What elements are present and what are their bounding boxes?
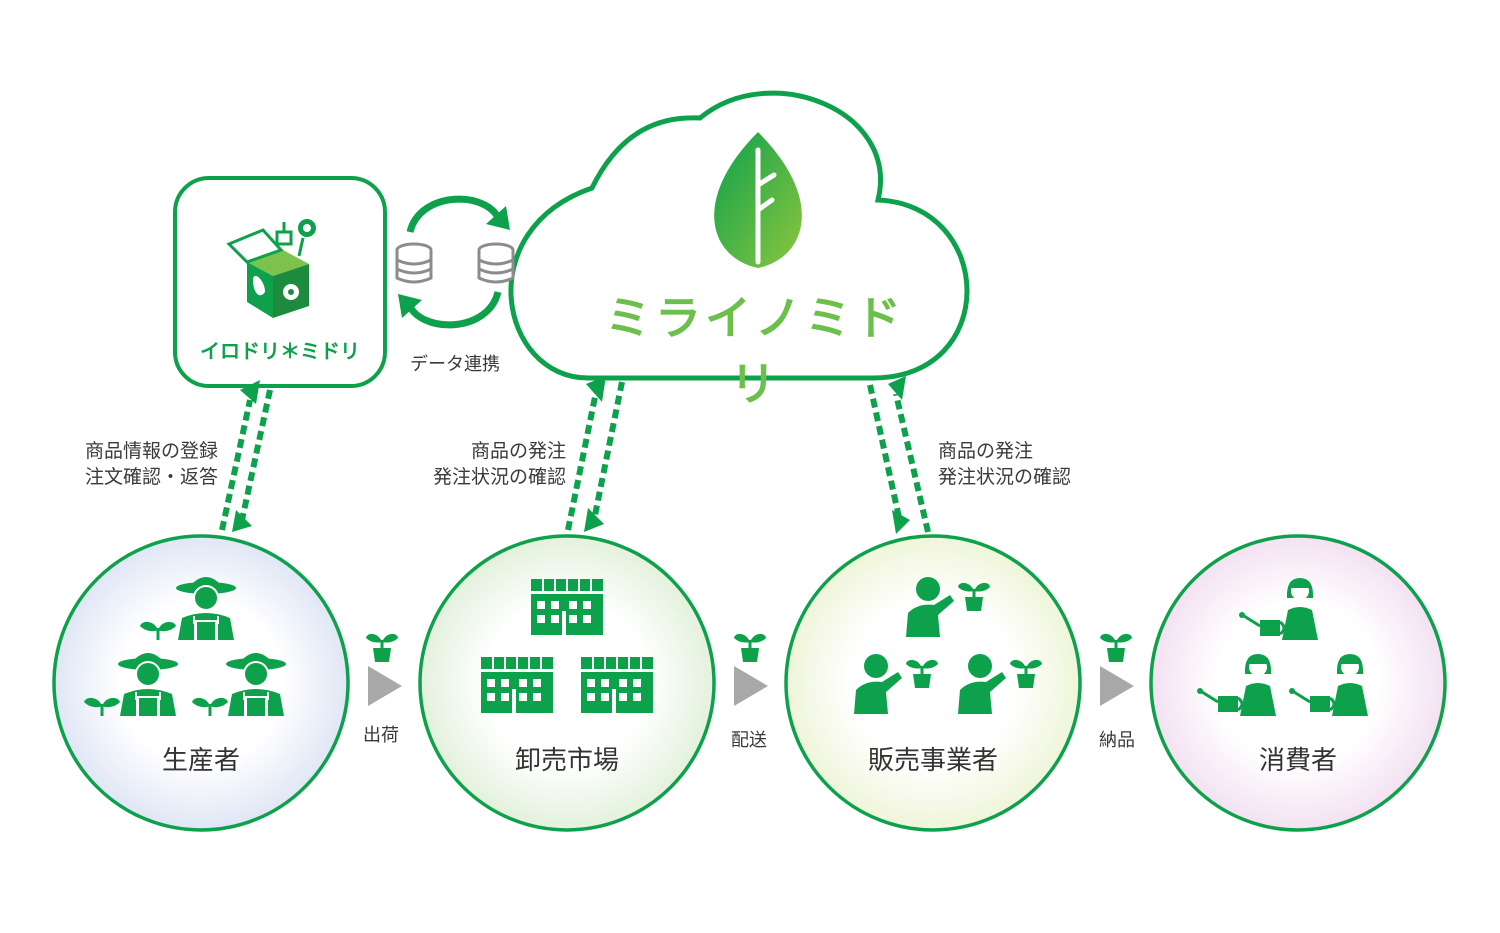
flow-arrow-icon [1098,632,1134,706]
flow-arrow-icon [732,632,768,706]
flow-label-delivery: 配送 [731,730,767,751]
app-name: イロドリ＊ミドリ [200,339,360,363]
label-line: 発注状況の確認 [938,466,1072,488]
connection-label-producer: 商品情報の登録 注文確認・返答 [20,438,218,490]
retailer-circle [784,534,1082,832]
connection-label-retailer: 商品の発注 発注状況の確認 [938,438,1118,490]
producer-circle [52,534,350,832]
label-line: 発注状況の確認 [432,466,566,488]
app-box-icon [226,219,316,318]
label-line: 商品の発注 [470,440,566,462]
label-line: 商品の発注 [938,440,1034,462]
node-label-consumer: 消費者 [1258,746,1337,776]
flow-label-supply: 納品 [1099,730,1135,751]
database-icon [395,242,433,284]
flow-arrow-icon [364,632,402,706]
label-line: 商品情報の登録 [84,440,218,462]
wholesale-circle [418,534,716,832]
sync-arrows-icon [398,195,510,329]
cloud-service-name: ミライノミドリ [605,291,905,411]
node-label-retailer: 販売事業者 [867,746,998,776]
connection-label-wholesale: 商品の発注 発注状況の確認 [380,438,566,490]
leaf-logo-icon [714,132,802,268]
label-line: 注文確認・返答 [84,466,218,488]
node-label-producer: 生産者 [161,746,240,776]
dashed-arrows-producer [219,389,273,531]
sync-label: データ連携 [410,354,500,375]
database-icon [477,242,515,284]
consumer-circle [1149,534,1447,832]
flow-label-shipping: 出荷 [363,725,399,746]
dashed-arrows-retailer [867,384,931,533]
dashed-arrows-wholesale [565,381,625,531]
node-label-wholesale: 卸売市場 [514,746,619,776]
